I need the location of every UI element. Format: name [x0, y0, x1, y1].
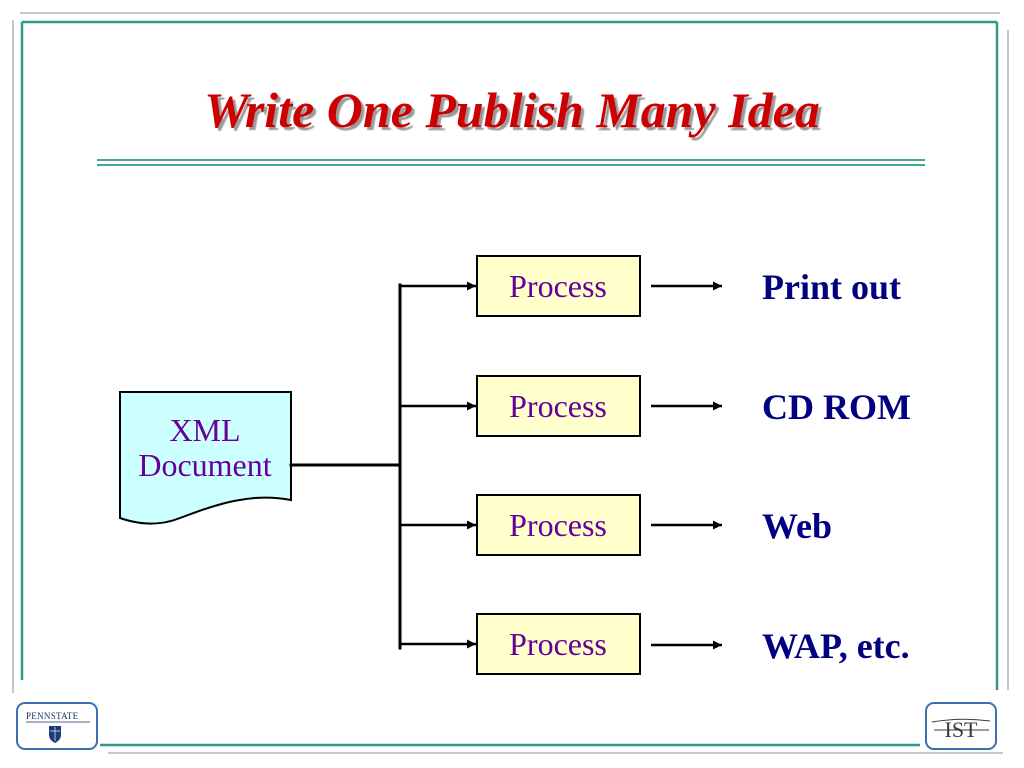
ist-wordmark: IST: [945, 717, 979, 742]
penn-state-logo: PENNSTATE: [16, 702, 98, 750]
document-label-line1: XML: [169, 412, 240, 448]
output-label: Web: [762, 506, 832, 546]
process-box: [476, 494, 641, 556]
process-box: [476, 375, 641, 437]
process-label: Process: [509, 388, 607, 424]
title-underline: [97, 159, 925, 166]
process-label: Process: [509, 268, 607, 304]
branch-row: Process CD ROM: [400, 375, 911, 437]
penn-state-wordmark: PENNSTATE: [26, 711, 79, 721]
xml-document-node: XML Document: [119, 391, 292, 525]
publish-diagram: XML Document Process Print out Process C…: [119, 255, 911, 675]
output-label: WAP, etc.: [762, 626, 910, 666]
branch-row: Process WAP, etc.: [400, 613, 910, 675]
process-label: Process: [509, 626, 607, 662]
process-box: [476, 255, 641, 317]
document-label-line2: Document: [138, 447, 271, 483]
output-label: Print out: [762, 267, 901, 307]
ist-swoosh-icon: [931, 718, 991, 731]
output-label: CD ROM: [762, 387, 911, 427]
ist-logo-frame: [925, 702, 997, 750]
branch-row: Process Web: [400, 494, 832, 556]
document-shape: [119, 391, 292, 525]
slide-title: Write One Publish Many Idea: [204, 82, 820, 138]
ist-logo: IST: [925, 702, 997, 750]
branch-row: Process Print out: [400, 255, 901, 317]
slide-frame: [12, 12, 1009, 754]
process-label: Process: [509, 507, 607, 543]
penn-state-shield-icon: [49, 726, 61, 743]
process-box: [476, 613, 641, 675]
